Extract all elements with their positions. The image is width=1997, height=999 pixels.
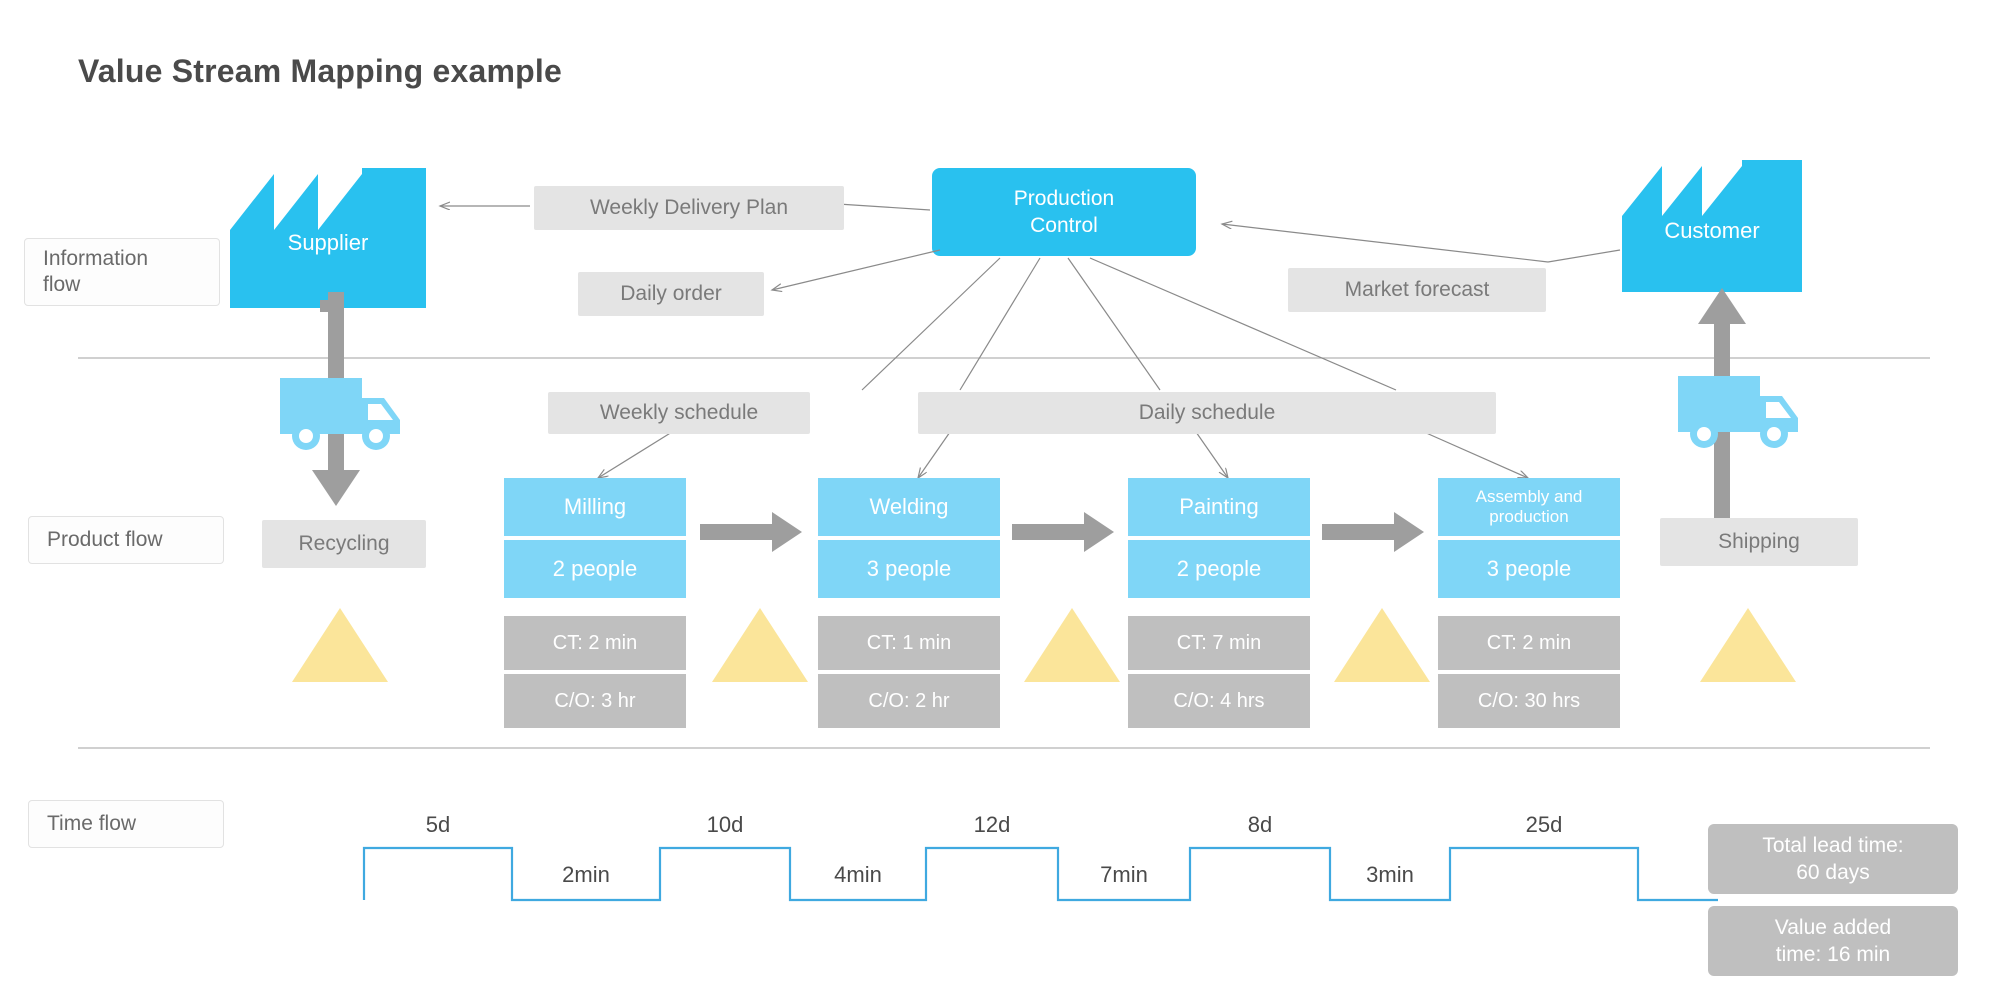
label-recycling: Recycling bbox=[262, 520, 426, 568]
factory-icon bbox=[1622, 160, 1802, 292]
timeline-lead-time-0: 5d bbox=[425, 812, 451, 837]
truck-icon bbox=[1678, 376, 1798, 448]
inventory-triangle-icon bbox=[292, 608, 388, 682]
process-co-milling: C/O: 3 hr bbox=[504, 674, 686, 728]
process-co-painting: C/O: 4 hrs bbox=[1128, 674, 1310, 728]
page-title: Value Stream Mapping example bbox=[78, 53, 562, 89]
inventory-triangle-icon bbox=[712, 608, 808, 682]
timeline-process-time-0: 2min bbox=[562, 862, 610, 887]
inventory-triangle-icon bbox=[1024, 608, 1120, 682]
inventory-triangle-icon bbox=[1334, 608, 1430, 682]
process-box-painting[interactable]: Painting 2 people bbox=[1128, 478, 1310, 600]
process-box-welding[interactable]: Welding 3 people bbox=[818, 478, 1000, 600]
total-lead-time-line2: 60 days bbox=[1796, 861, 1870, 884]
swimlane-label-text: Product flow bbox=[47, 527, 163, 551]
timeline-process-time-1: 4min bbox=[834, 862, 882, 887]
push-arrow-icon bbox=[1322, 512, 1424, 552]
process-ct-welding: CT: 1 min bbox=[818, 616, 1000, 670]
supplier-entity[interactable]: Supplier bbox=[230, 168, 426, 308]
factory-icon bbox=[230, 168, 426, 308]
truck-icon bbox=[280, 378, 400, 450]
swimlane-label-information-flow: Information flow bbox=[24, 238, 220, 306]
production-control-line1: Production bbox=[1013, 186, 1115, 210]
process-people: 2 people bbox=[504, 540, 686, 598]
process-box-milling[interactable]: Milling 2 people bbox=[504, 478, 686, 600]
swimlane-label-product-flow: Product flow bbox=[28, 516, 224, 564]
process-name-multiline: Assembly and production bbox=[1438, 478, 1620, 536]
process-people: 3 people bbox=[1438, 540, 1620, 598]
process-name-line1: Assembly and bbox=[1475, 487, 1583, 507]
supplier-truck-stub bbox=[320, 300, 336, 312]
process-name: Welding bbox=[818, 478, 1000, 536]
customer-entity[interactable]: Customer bbox=[1622, 160, 1802, 292]
process-name-line2: production bbox=[1489, 507, 1569, 526]
swimlane-label-line2: flow bbox=[43, 273, 81, 296]
timeline-lead-time-2: 12d bbox=[973, 812, 1011, 837]
value-added-line2: time: 16 min bbox=[1775, 943, 1891, 966]
process-box-assembly[interactable]: Assembly and production 3 people bbox=[1438, 478, 1620, 600]
inventory-triangle-icon bbox=[1700, 608, 1796, 682]
push-arrow-icon bbox=[700, 512, 802, 552]
label-market-forecast: Market forecast bbox=[1288, 268, 1546, 312]
process-co-welding: C/O: 2 hr bbox=[818, 674, 1000, 728]
production-control-line2: Control bbox=[1030, 214, 1098, 237]
label-weekly-delivery-plan: Weekly Delivery Plan bbox=[534, 186, 844, 230]
process-ct-milling: CT: 2 min bbox=[504, 616, 686, 670]
swimlane-label-time-flow: Time flow bbox=[28, 800, 224, 848]
customer-label: Customer bbox=[1664, 218, 1760, 243]
timeline-process-time-3: 3min bbox=[1366, 862, 1414, 887]
swimlane-label-text: Time flow bbox=[47, 811, 137, 835]
push-arrow-icon bbox=[1012, 512, 1114, 552]
timeline-lead-time-1: 10d bbox=[706, 812, 744, 837]
timeline-process-time-2: 7min bbox=[1100, 862, 1148, 887]
label-shipping: Shipping bbox=[1660, 518, 1858, 566]
process-people: 2 people bbox=[1128, 540, 1310, 598]
process-name: Painting bbox=[1128, 478, 1310, 536]
value-added-line1: Value added bbox=[1774, 915, 1892, 939]
total-lead-time-box: Total lead time: 60 days bbox=[1708, 824, 1958, 894]
process-ct-assembly: CT: 2 min bbox=[1438, 616, 1620, 670]
process-people: 3 people bbox=[818, 540, 1000, 598]
value-added-time-box: Value added time: 16 min bbox=[1708, 906, 1958, 976]
timeline-lead-time-3: 8d bbox=[1247, 812, 1273, 837]
supplier-label: Supplier bbox=[287, 230, 369, 255]
swimlane-label-line1: Information bbox=[43, 246, 149, 270]
process-ct-painting: CT: 7 min bbox=[1128, 616, 1310, 670]
process-co-assembly: C/O: 30 hrs bbox=[1438, 674, 1620, 728]
label-daily-schedule: Daily schedule bbox=[918, 392, 1496, 434]
total-lead-time-line1: Total lead time: bbox=[1762, 833, 1904, 857]
process-name: Milling bbox=[504, 478, 686, 536]
production-control-box[interactable]: Production Control bbox=[932, 168, 1196, 256]
label-daily-order: Daily order bbox=[578, 272, 764, 316]
timeline-lead-time-4: 25d bbox=[1525, 812, 1563, 837]
label-weekly-schedule: Weekly schedule bbox=[548, 392, 810, 434]
